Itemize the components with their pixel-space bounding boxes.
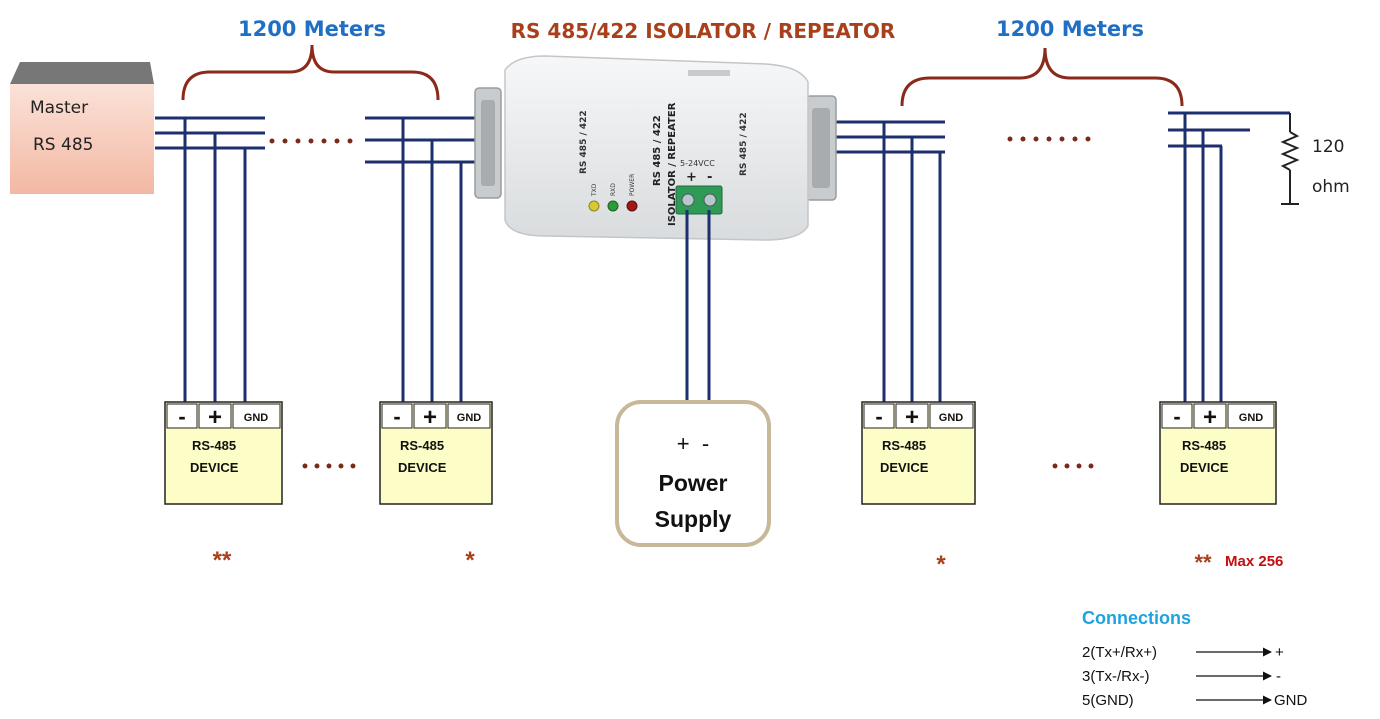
- device-4-label-1: RS-485: [1182, 438, 1226, 453]
- device-2-marker: *: [465, 547, 475, 574]
- isolator-body: [504, 55, 809, 241]
- device-3-marker: *: [936, 551, 946, 578]
- connection-row-2-pin: 3(Tx-/Rx-): [1082, 668, 1150, 685]
- left-bus-wires: [155, 116, 475, 402]
- device-1-minus: -: [178, 404, 185, 429]
- power-supply: + - Power Supply: [615, 400, 771, 547]
- power-supply-label-1: Power: [658, 470, 727, 496]
- led-label-txd: TXD: [591, 183, 598, 197]
- device-2-label-2: DEVICE: [398, 460, 447, 475]
- device-4-minus: -: [1173, 404, 1180, 429]
- power-supply-wires: [685, 210, 711, 402]
- isolator-center-label-2: ISOLATOR / REPEATER: [667, 102, 678, 226]
- termination-resistor: [1280, 113, 1300, 205]
- device-3-gnd: GND: [939, 412, 964, 424]
- device-3-label-2: DEVICE: [880, 460, 929, 475]
- right-span-brace: [900, 47, 1184, 107]
- max-devices-label: Max 256: [1225, 553, 1283, 570]
- right-distance-label: 1200 Meters: [996, 17, 1144, 41]
- diagram-title: RS 485/422 ISOLATOR / REPEATOR: [511, 19, 896, 43]
- left-distance-label: 1200 Meters: [238, 17, 386, 41]
- power-supply-label-2: Supply: [655, 506, 732, 532]
- master-label: Master: [30, 98, 88, 118]
- connection-row-2-target: -: [1276, 668, 1281, 685]
- led-txd: [588, 200, 600, 212]
- device-1-label-1: RS-485: [192, 438, 236, 453]
- device-2-plus: +: [423, 404, 437, 431]
- isolator-vcc-minus: -: [707, 170, 712, 185]
- isolator-center-label-1: RS 485 / 422: [652, 115, 663, 186]
- device-3-label-1: RS-485: [882, 438, 926, 453]
- rs485-device-1: - + GND RS-485 DEVICE: [164, 401, 283, 505]
- resistor-value: 120: [1312, 137, 1344, 157]
- led-label-rxd: RXD: [610, 183, 617, 196]
- connection-row-1-target: +: [1275, 644, 1284, 661]
- device-1-gnd: GND: [244, 412, 269, 424]
- resistor-unit: ohm: [1312, 177, 1350, 197]
- power-terminal-block: [675, 185, 723, 215]
- device-4-marker: **: [1194, 550, 1212, 575]
- device-2-gnd: GND: [457, 412, 482, 424]
- rs485-device-3: - + GND RS-485 DEVICE: [861, 401, 976, 505]
- master-box: [10, 84, 154, 194]
- master-unit: Master RS 485: [10, 62, 154, 194]
- device-3-plus: +: [905, 404, 919, 431]
- led-label-power: POWER: [629, 174, 636, 196]
- rs485-device-4: - + GND RS-485 DEVICE: [1159, 401, 1277, 505]
- power-supply-polarity: + -: [677, 431, 709, 456]
- device-1-label-2: DEVICE: [190, 460, 239, 475]
- connections-title: Connections: [1082, 608, 1191, 628]
- device-2-minus: -: [393, 404, 400, 429]
- led-rxd: [607, 200, 619, 212]
- isolator-right-port-label: RS 485 / 422: [739, 112, 749, 176]
- connection-row-1-pin: 2(Tx+/Rx+): [1082, 644, 1157, 661]
- device-3-minus: -: [875, 404, 882, 429]
- connections-legend: Connections 2(Tx+/Rx+) + 3(Tx-/Rx-) - 5(…: [1082, 608, 1308, 709]
- led-power: [626, 200, 638, 212]
- rs485-device-2: - + GND RS-485 DEVICE: [379, 401, 493, 505]
- isolator-vcc-plus: +: [686, 170, 697, 185]
- device-4-label-2: DEVICE: [1180, 460, 1229, 475]
- device-4-plus: +: [1203, 404, 1217, 431]
- master-protocol-label: RS 485: [33, 135, 93, 155]
- device-1-marker: **: [213, 547, 232, 574]
- isolator-left-port-label: RS 485 / 422: [579, 110, 589, 174]
- device-2-label-1: RS-485: [400, 438, 444, 453]
- master-roof: [10, 62, 154, 84]
- right-bus-wires: [835, 111, 1290, 402]
- power-supply-box: [615, 400, 771, 547]
- device-4-gnd: GND: [1239, 412, 1264, 424]
- connection-row-3-target: GND: [1274, 692, 1308, 709]
- device-1-plus: +: [208, 404, 222, 431]
- isolator-vcc-label: 5-24VCC: [680, 159, 715, 168]
- isolator-repeater: RS 485 / 422 TXD RXD POWER RS 485 / 422 …: [474, 55, 837, 241]
- left-span-brace: [181, 44, 440, 101]
- connection-row-3-pin: 5(GND): [1082, 692, 1134, 709]
